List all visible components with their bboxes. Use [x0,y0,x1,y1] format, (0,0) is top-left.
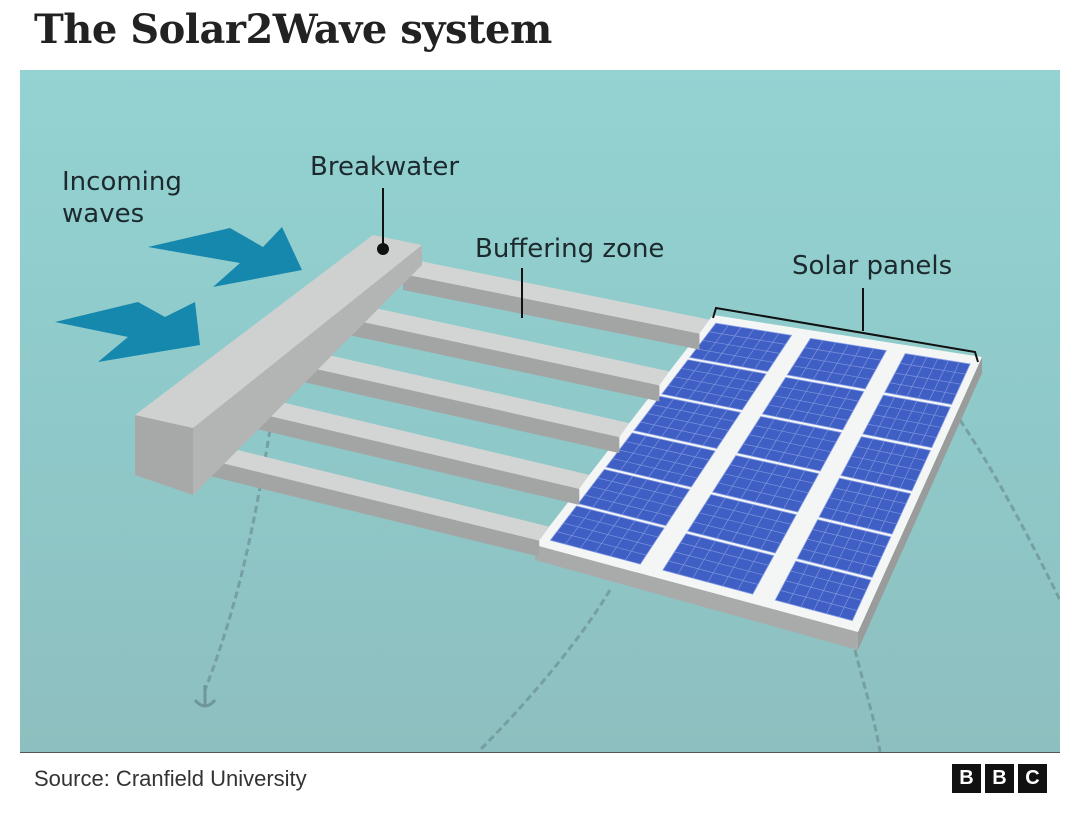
incoming-wave-arrows [55,227,302,362]
buffer-beam [348,305,670,386]
buffer-beam [403,274,700,350]
bbc-logo: B B C [952,764,1047,793]
wave-arrow-icon [55,302,200,362]
bbc-logo-letter: C [1018,764,1047,793]
footer-divider [20,752,1060,753]
breakwater-marker [377,243,389,255]
label-breakwater: Breakwater [310,152,459,182]
page-title: The Solar2Wave system [34,6,552,53]
anchor-icon [193,685,217,708]
label-buffering-zone: Buffering zone [475,234,664,264]
bbc-logo-letter: B [952,764,981,793]
bbc-logo-letter: B [985,764,1014,793]
breakwater [135,235,422,495]
buffer-beam [294,364,620,454]
buffer-beam [239,395,590,489]
label-incoming-waves-1: Incoming [62,167,182,197]
buffer-beam [185,454,540,557]
solar-platform [535,315,982,650]
solar2wave-diagram: Incoming waves Breakwater Buffering zone… [20,70,1060,752]
buffer-beam [239,409,580,505]
buffering-zone-beams [185,260,710,557]
buffer-beam [348,319,660,402]
buffer-beam [294,350,630,438]
label-solar-panels: Solar panels [792,251,952,281]
wave-arrow-icon [148,227,302,287]
buffer-beam [185,440,550,541]
label-incoming-waves-2: waves [62,199,144,229]
solar-panels [549,322,971,622]
buffer-beam [403,260,710,334]
source-credit: Source: Cranfield University [34,766,307,791]
